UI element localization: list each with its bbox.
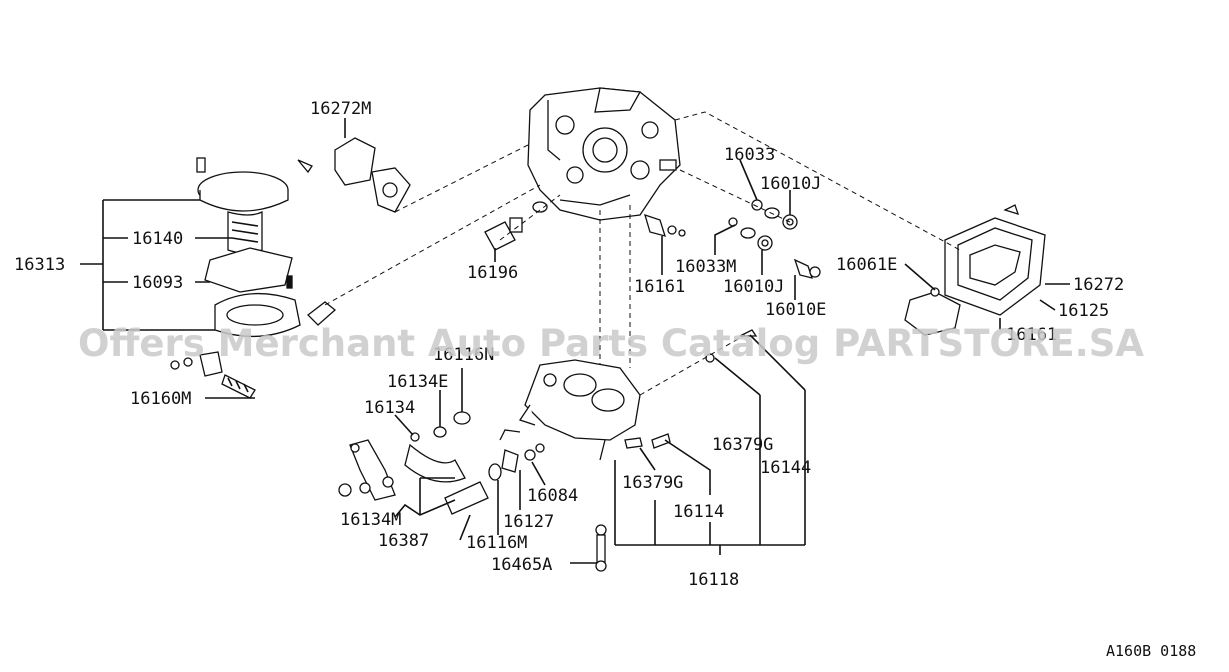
label-16116M: 16116M <box>466 533 527 553</box>
carburetor-upper-body <box>527 87 681 221</box>
label-16127: 16127 <box>503 512 554 532</box>
label-16161-right: 16161 <box>1006 325 1057 345</box>
diagram-code: A160B 0188 <box>1106 642 1196 660</box>
label-16465A: 16465A <box>491 555 552 575</box>
label-16272: 16272 <box>1073 275 1124 295</box>
label-16379G-lower: 16379G <box>622 473 683 493</box>
label-16379G-right: 16379G <box>712 435 773 455</box>
label-16116N: 16116N <box>433 345 494 365</box>
leader-lines <box>80 118 1070 564</box>
label-16196: 16196 <box>467 263 518 283</box>
fittings-group <box>728 199 821 279</box>
label-16134: 16134 <box>364 398 415 418</box>
shaft-parts <box>444 429 545 515</box>
screws-16379G-16114 <box>624 329 758 449</box>
choke-lever-parts <box>170 351 256 399</box>
choke-cover-assembly <box>196 157 337 338</box>
label-16272M: 16272M <box>310 99 371 119</box>
label-16144: 16144 <box>760 458 811 478</box>
label-16134E: 16134E <box>387 372 448 392</box>
label-16010E: 16010E <box>765 300 826 320</box>
plate-16272M <box>297 137 411 213</box>
label-16387: 16387 <box>378 531 429 551</box>
label-16033: 16033 <box>724 145 775 165</box>
label-16134M: 16134M <box>340 510 401 530</box>
label-16140: 16140 <box>132 229 183 249</box>
label-16061E: 16061E <box>836 255 897 275</box>
bolt-16465A <box>595 524 607 572</box>
label-16161: 16161 <box>634 277 685 297</box>
part-16161 <box>644 213 686 237</box>
part-labels: 16272M 16313 16140 16093 16160M 16196 16… <box>14 99 1124 590</box>
label-16125: 16125 <box>1058 301 1109 321</box>
label-16118: 16118 <box>688 570 739 590</box>
label-16313: 16313 <box>14 255 65 275</box>
label-16010J-top: 16010J <box>760 174 821 194</box>
assembly-dashed-lines <box>324 111 961 396</box>
watermark-text: Offers Merchant Auto Parts Catalog PARTS… <box>78 322 1144 365</box>
label-16033M: 16033M <box>675 257 736 277</box>
air-cleaner-base <box>904 204 1046 336</box>
label-16160M: 16160M <box>130 389 191 409</box>
label-16114: 16114 <box>673 502 724 522</box>
linkage-parts <box>338 411 471 501</box>
label-16084: 16084 <box>527 486 578 506</box>
label-16093: 16093 <box>132 273 183 293</box>
label-16010J-lower: 16010J <box>723 277 784 297</box>
part-16196 <box>484 201 548 251</box>
carburetor-lower-body <box>518 359 641 461</box>
